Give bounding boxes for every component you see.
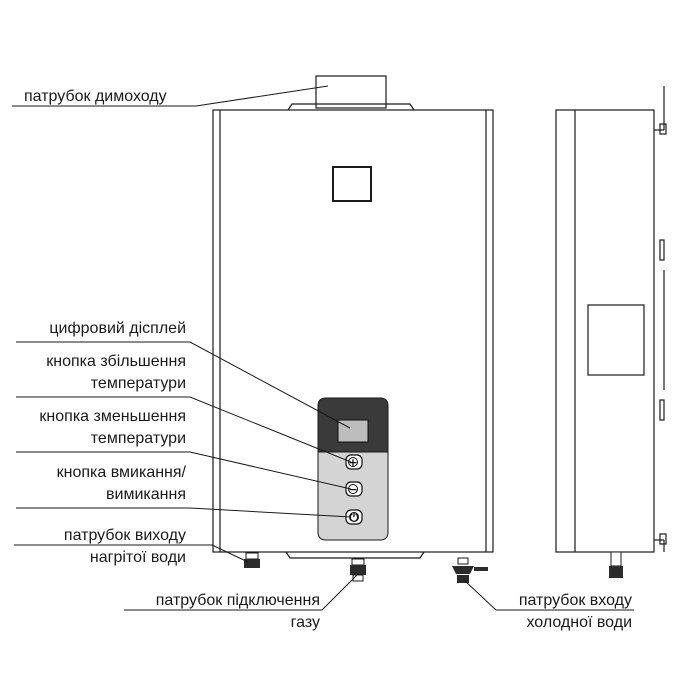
control-panel: + − ⏻ <box>317 397 389 541</box>
temp-up-button[interactable]: + <box>345 454 363 470</box>
cold-in-label-line2: холодної води <box>526 614 632 631</box>
viewing-window <box>332 166 372 202</box>
hot-out-label-line1: патрубок виходу <box>64 527 186 544</box>
chimney-pipe <box>315 75 387 109</box>
power-icon: ⏻ <box>350 511 359 524</box>
side-latch-2 <box>659 399 665 421</box>
chimney-collar <box>287 103 415 111</box>
cold-in-label-line1: патрубок входу <box>519 592 632 609</box>
display-label: цифровий дісплей <box>49 320 186 337</box>
temp-down-button[interactable]: − <box>345 481 363 497</box>
heater-body <box>212 109 494 553</box>
side-body <box>555 109 655 553</box>
temp-down-label-line2: температури <box>91 430 186 447</box>
leader-lines <box>12 85 634 611</box>
mount-bracket-bottom <box>659 533 667 545</box>
side-view <box>555 86 667 578</box>
labels: патрубок димоходу цифровий дісплей кнопк… <box>24 88 632 631</box>
temp-up-label-line1: кнопка збільшення <box>46 353 186 370</box>
power-button[interactable]: ⏻ <box>345 509 363 525</box>
plus-icon: + <box>348 456 357 469</box>
mount-bracket-top <box>659 123 667 135</box>
cold-water-inlet-pipe <box>452 557 488 583</box>
bottom-plate <box>285 551 425 559</box>
digital-display-screen <box>337 419 369 443</box>
side-bottom-pipe <box>609 551 623 578</box>
front-view: + − ⏻ <box>212 75 494 583</box>
power-label-line2: вимикання <box>106 486 186 503</box>
minus-icon: − <box>348 483 357 496</box>
temp-up-label-line2: температури <box>91 375 186 392</box>
side-latch-1 <box>659 239 665 261</box>
side-panel-window <box>587 304 645 376</box>
power-label-line1: кнопка вмикання/ <box>57 464 187 481</box>
gas-inlet-pipe <box>350 558 366 582</box>
chimney-label: патрубок димоходу <box>24 88 167 105</box>
gas-label-line2: газу <box>291 614 320 631</box>
gas-label-line1: патрубок підключення <box>156 592 320 609</box>
hot-water-outlet-pipe <box>244 552 260 568</box>
hot-out-label-line2: нагрітої води <box>90 549 186 566</box>
temp-down-label-line1: кнопка зменьшення <box>39 408 186 425</box>
